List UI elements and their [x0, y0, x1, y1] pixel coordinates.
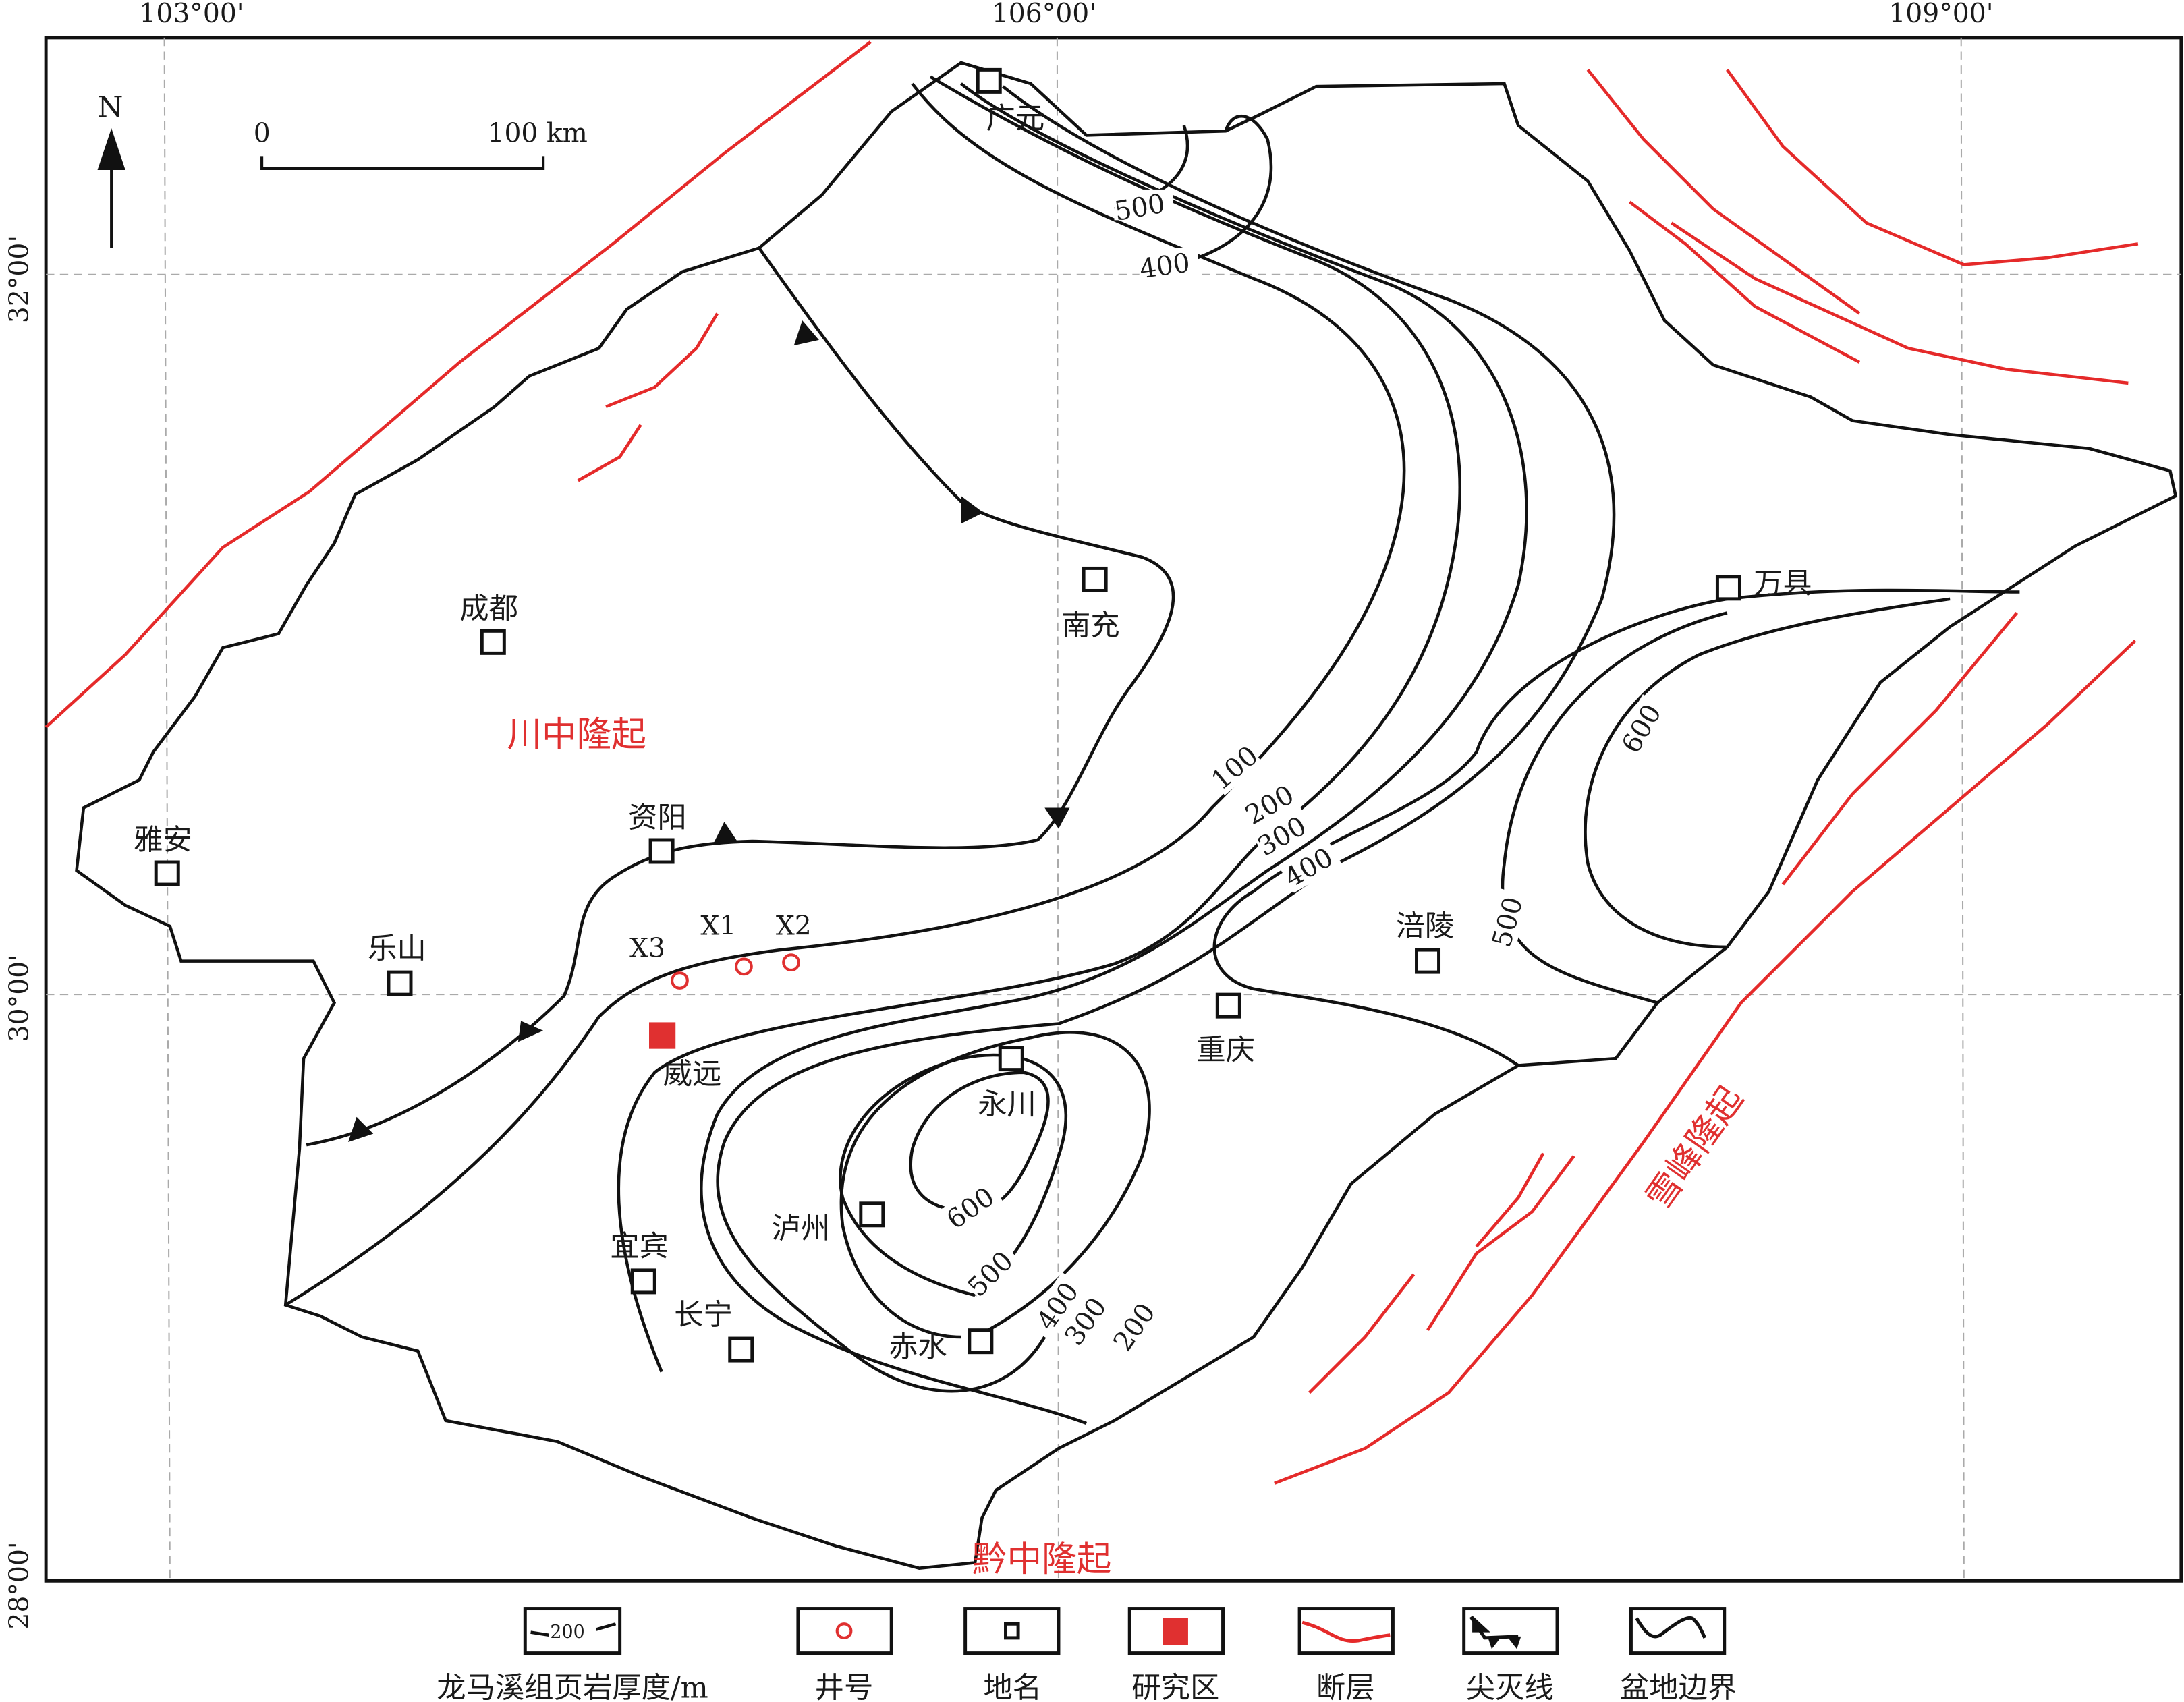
scale-zero: 0 — [254, 119, 271, 149]
uplift-qianzhong: 黔中隆起 — [972, 1539, 1111, 1580]
legend-pinch-out — [1462, 1607, 1559, 1655]
study-area-marker — [649, 1022, 676, 1049]
legend-sample-value: 200 — [550, 1622, 584, 1643]
thickness-contours — [285, 75, 2020, 1425]
legend-fault — [1297, 1607, 1395, 1655]
scale-bar: 0 100 km — [254, 119, 588, 171]
study-area-label: 威远 — [663, 1057, 722, 1091]
place-luzhou: 泸州 — [772, 1212, 831, 1245]
place-chongqing: 重庆 — [1196, 1033, 1255, 1067]
lat-label-28: 28°00' — [4, 1541, 34, 1629]
place-changning: 长宁 — [674, 1298, 733, 1332]
legend-label-fault: 断层 — [1316, 1672, 1375, 1702]
lon-label-103: 103°00' — [139, 0, 244, 29]
place-markers — [154, 67, 1741, 1363]
lat-label-32: 32°00' — [4, 235, 34, 323]
north-arrow: N — [98, 91, 125, 248]
legend-label-pinch-out: 尖灭线 — [1466, 1672, 1554, 1702]
legend-place — [963, 1607, 1061, 1655]
place-nanchong: 南充 — [1061, 609, 1120, 643]
place-ziyang: 资阳 — [628, 801, 687, 834]
legend-label-well: 井号 — [815, 1672, 874, 1702]
place-wanxian: 万县 — [1754, 567, 1812, 601]
faults — [45, 40, 2139, 1485]
place-chishui: 赤水 — [889, 1330, 947, 1364]
place-yaan: 雅安 — [134, 823, 192, 857]
wells — [671, 953, 801, 990]
legend-label-place: 地名 — [983, 1672, 1042, 1702]
pinch-out-triangles — [348, 320, 1070, 1142]
place-yibin: 宜宾 — [610, 1230, 669, 1264]
uplift-chuanzhong: 川中隆起 — [507, 715, 646, 756]
place-chengdu: 成都 — [459, 592, 518, 626]
place-yongchuan: 永川 — [978, 1088, 1036, 1122]
well-x3: X3 — [629, 933, 665, 963]
scale-end: 100 km — [488, 119, 588, 149]
place-leshan: 乐山 — [368, 932, 426, 965]
legend-study-area — [1127, 1607, 1225, 1655]
well-x2: X2 — [776, 911, 812, 941]
well-x1: X1 — [700, 911, 736, 941]
lat-label-30: 30°00' — [4, 954, 34, 1042]
lon-label-106: 106°00' — [992, 0, 1096, 29]
place-labels: 广元 南充 成都 资阳 雅安 乐山 永川 泸州 宜宾 长宁 赤水 重庆 涪陵 万… — [134, 102, 1812, 1364]
contour-label: 400 — [1138, 248, 1192, 285]
legend-label-thickness: 龙马溪组页岩厚度/m — [437, 1672, 708, 1702]
place-fuling: 涪陵 — [1396, 909, 1455, 943]
legend: 200 龙马溪组页岩厚度/m 井号 — [437, 1607, 1737, 1702]
basin-boundary — [75, 61, 2178, 1570]
legend-label-basin-boundary: 盆地边界 — [1620, 1672, 1737, 1702]
legend-well — [796, 1607, 893, 1655]
legend-basin-boundary — [1629, 1607, 1727, 1655]
legend-thickness: 200 — [523, 1607, 622, 1655]
north-label: N — [98, 91, 123, 125]
place-guangyuan: 广元 — [986, 102, 1045, 136]
map-frame — [44, 36, 2183, 1583]
legend-label-study-area: 研究区 — [1131, 1672, 1219, 1702]
lon-label-109: 109°00' — [1888, 0, 1993, 29]
